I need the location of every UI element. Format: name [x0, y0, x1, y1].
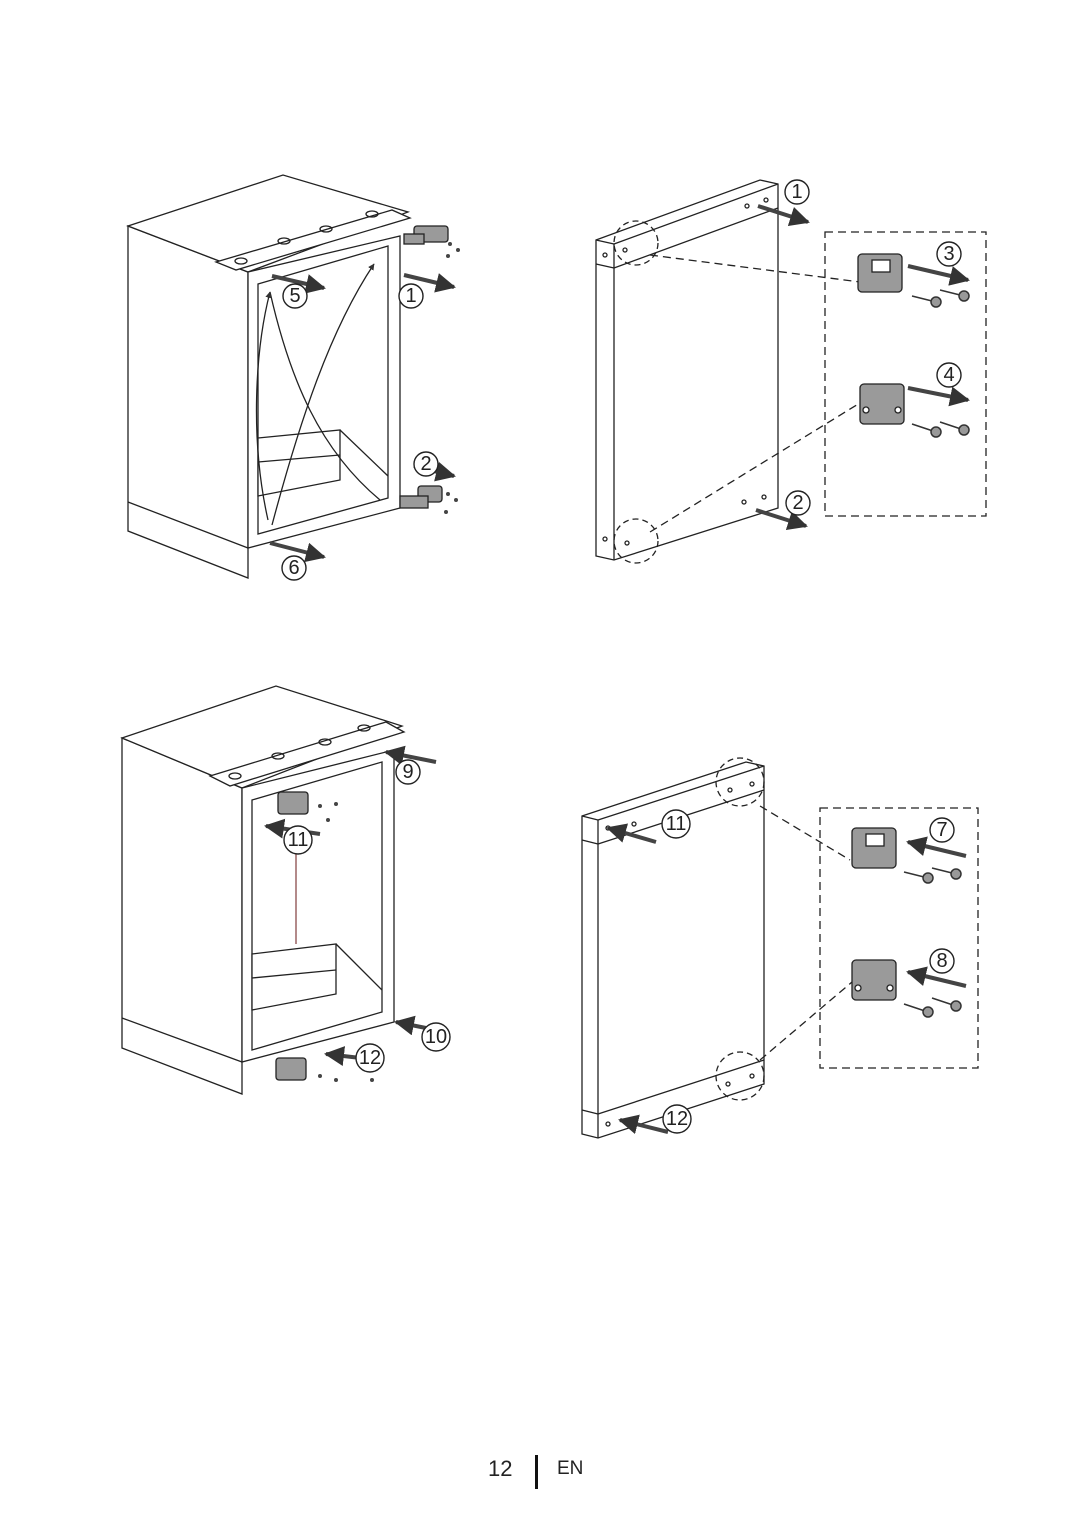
lower-cabinet-diagram [120, 685, 447, 1095]
page-number: 12 [488, 1456, 513, 1481]
swing-curve [255, 291, 272, 521]
arrow [606, 823, 657, 844]
detail-box [819, 807, 979, 1069]
hinge-part [399, 485, 443, 509]
door-hinge-part [859, 383, 905, 425]
door-hinge-part [851, 827, 897, 869]
step-label: 3 [943, 243, 954, 265]
step-label: 11 [288, 829, 309, 851]
step-label: 10 [425, 1026, 447, 1048]
arrow [906, 966, 967, 988]
step-label: 1 [405, 285, 416, 307]
door-panel [595, 179, 779, 561]
hinge-part [403, 225, 449, 245]
mounting-strip [214, 209, 412, 271]
step-label: 2 [792, 492, 803, 514]
inner-shelf [251, 943, 337, 1011]
upper-door-diagram [595, 179, 987, 564]
screws [911, 289, 970, 438]
arrow [907, 386, 970, 407]
detail-circle [715, 1051, 765, 1101]
door-hinge-part [851, 959, 897, 1001]
step-label: 2 [420, 453, 431, 475]
step-label: 5 [289, 285, 300, 307]
swing-curve [269, 291, 381, 501]
mounting-strip [208, 721, 406, 787]
arrow [906, 836, 967, 858]
step-label: 12 [359, 1047, 381, 1069]
arrow [384, 745, 437, 766]
step-label: 1 [791, 181, 802, 203]
swing-curve [271, 263, 375, 526]
lower-door-diagram [581, 757, 979, 1139]
screws [903, 867, 962, 1018]
hinge-part [275, 1057, 307, 1081]
language-code: EN [557, 1458, 584, 1479]
arrow [403, 273, 456, 293]
step-label: 12 [666, 1108, 688, 1130]
cabinet-top-panel [126, 174, 411, 273]
inner-shelf [257, 429, 341, 497]
detail-circle [715, 757, 765, 807]
footer-divider [535, 1455, 538, 1489]
step-label: 6 [288, 557, 299, 579]
screws [318, 802, 374, 1082]
step-label: 8 [936, 950, 947, 972]
detail-circle [613, 518, 659, 564]
arrow [755, 508, 808, 531]
detail-box [824, 231, 987, 517]
step-label: 4 [943, 364, 954, 386]
upper-cabinet-diagram [126, 174, 460, 579]
detail-circle [613, 220, 659, 266]
arrow [269, 541, 326, 563]
hinge-part [277, 791, 309, 815]
step-callouts: 5 1 2 6 1 3 4 2 9 11 10 12 11 7 8 12 [281, 179, 962, 1134]
screws [444, 242, 460, 514]
step-label: 7 [936, 819, 947, 841]
arrow [618, 1114, 669, 1135]
arrow [907, 264, 970, 286]
arrow [271, 274, 326, 294]
door-hinge-part [857, 253, 903, 293]
page-footer: 12 EN [0, 1452, 1080, 1492]
door-panel [581, 761, 765, 1139]
arrow [757, 204, 810, 227]
cabinet-top-panel [120, 685, 404, 789]
step-label: 9 [402, 761, 413, 783]
step-label: 11 [666, 813, 687, 835]
